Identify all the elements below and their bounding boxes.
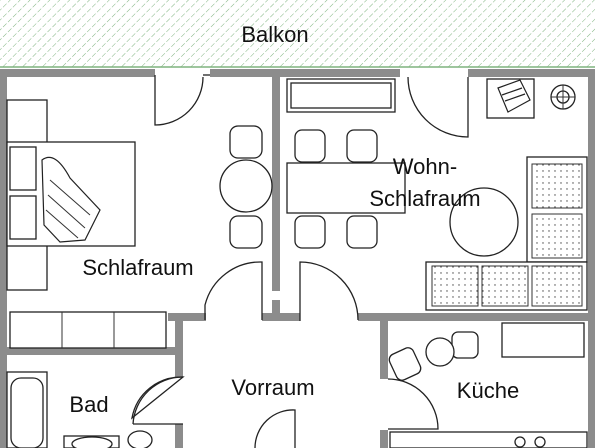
balcony-door-right	[407, 76, 469, 138]
living-furniture	[286, 78, 588, 321]
label-wohn-line1: Wohn-	[393, 154, 457, 179]
label-bad: Bad	[69, 392, 108, 417]
bathroom-furniture	[6, 371, 185, 448]
balcony-door-left	[154, 74, 210, 126]
label-vorraum: Vorraum	[231, 375, 314, 400]
kitchen-furniture	[387, 322, 588, 448]
hall-furniture	[254, 409, 296, 448]
label-balkon: Balkon	[241, 22, 308, 47]
bedroom-furniture	[6, 99, 273, 349]
label-schlafraum: Schlafraum	[82, 255, 193, 280]
label-wohn-line2: Schlafraum	[369, 186, 480, 211]
label-kueche: Küche	[457, 378, 519, 403]
walls	[0, 69, 595, 448]
balcony	[0, 0, 595, 68]
